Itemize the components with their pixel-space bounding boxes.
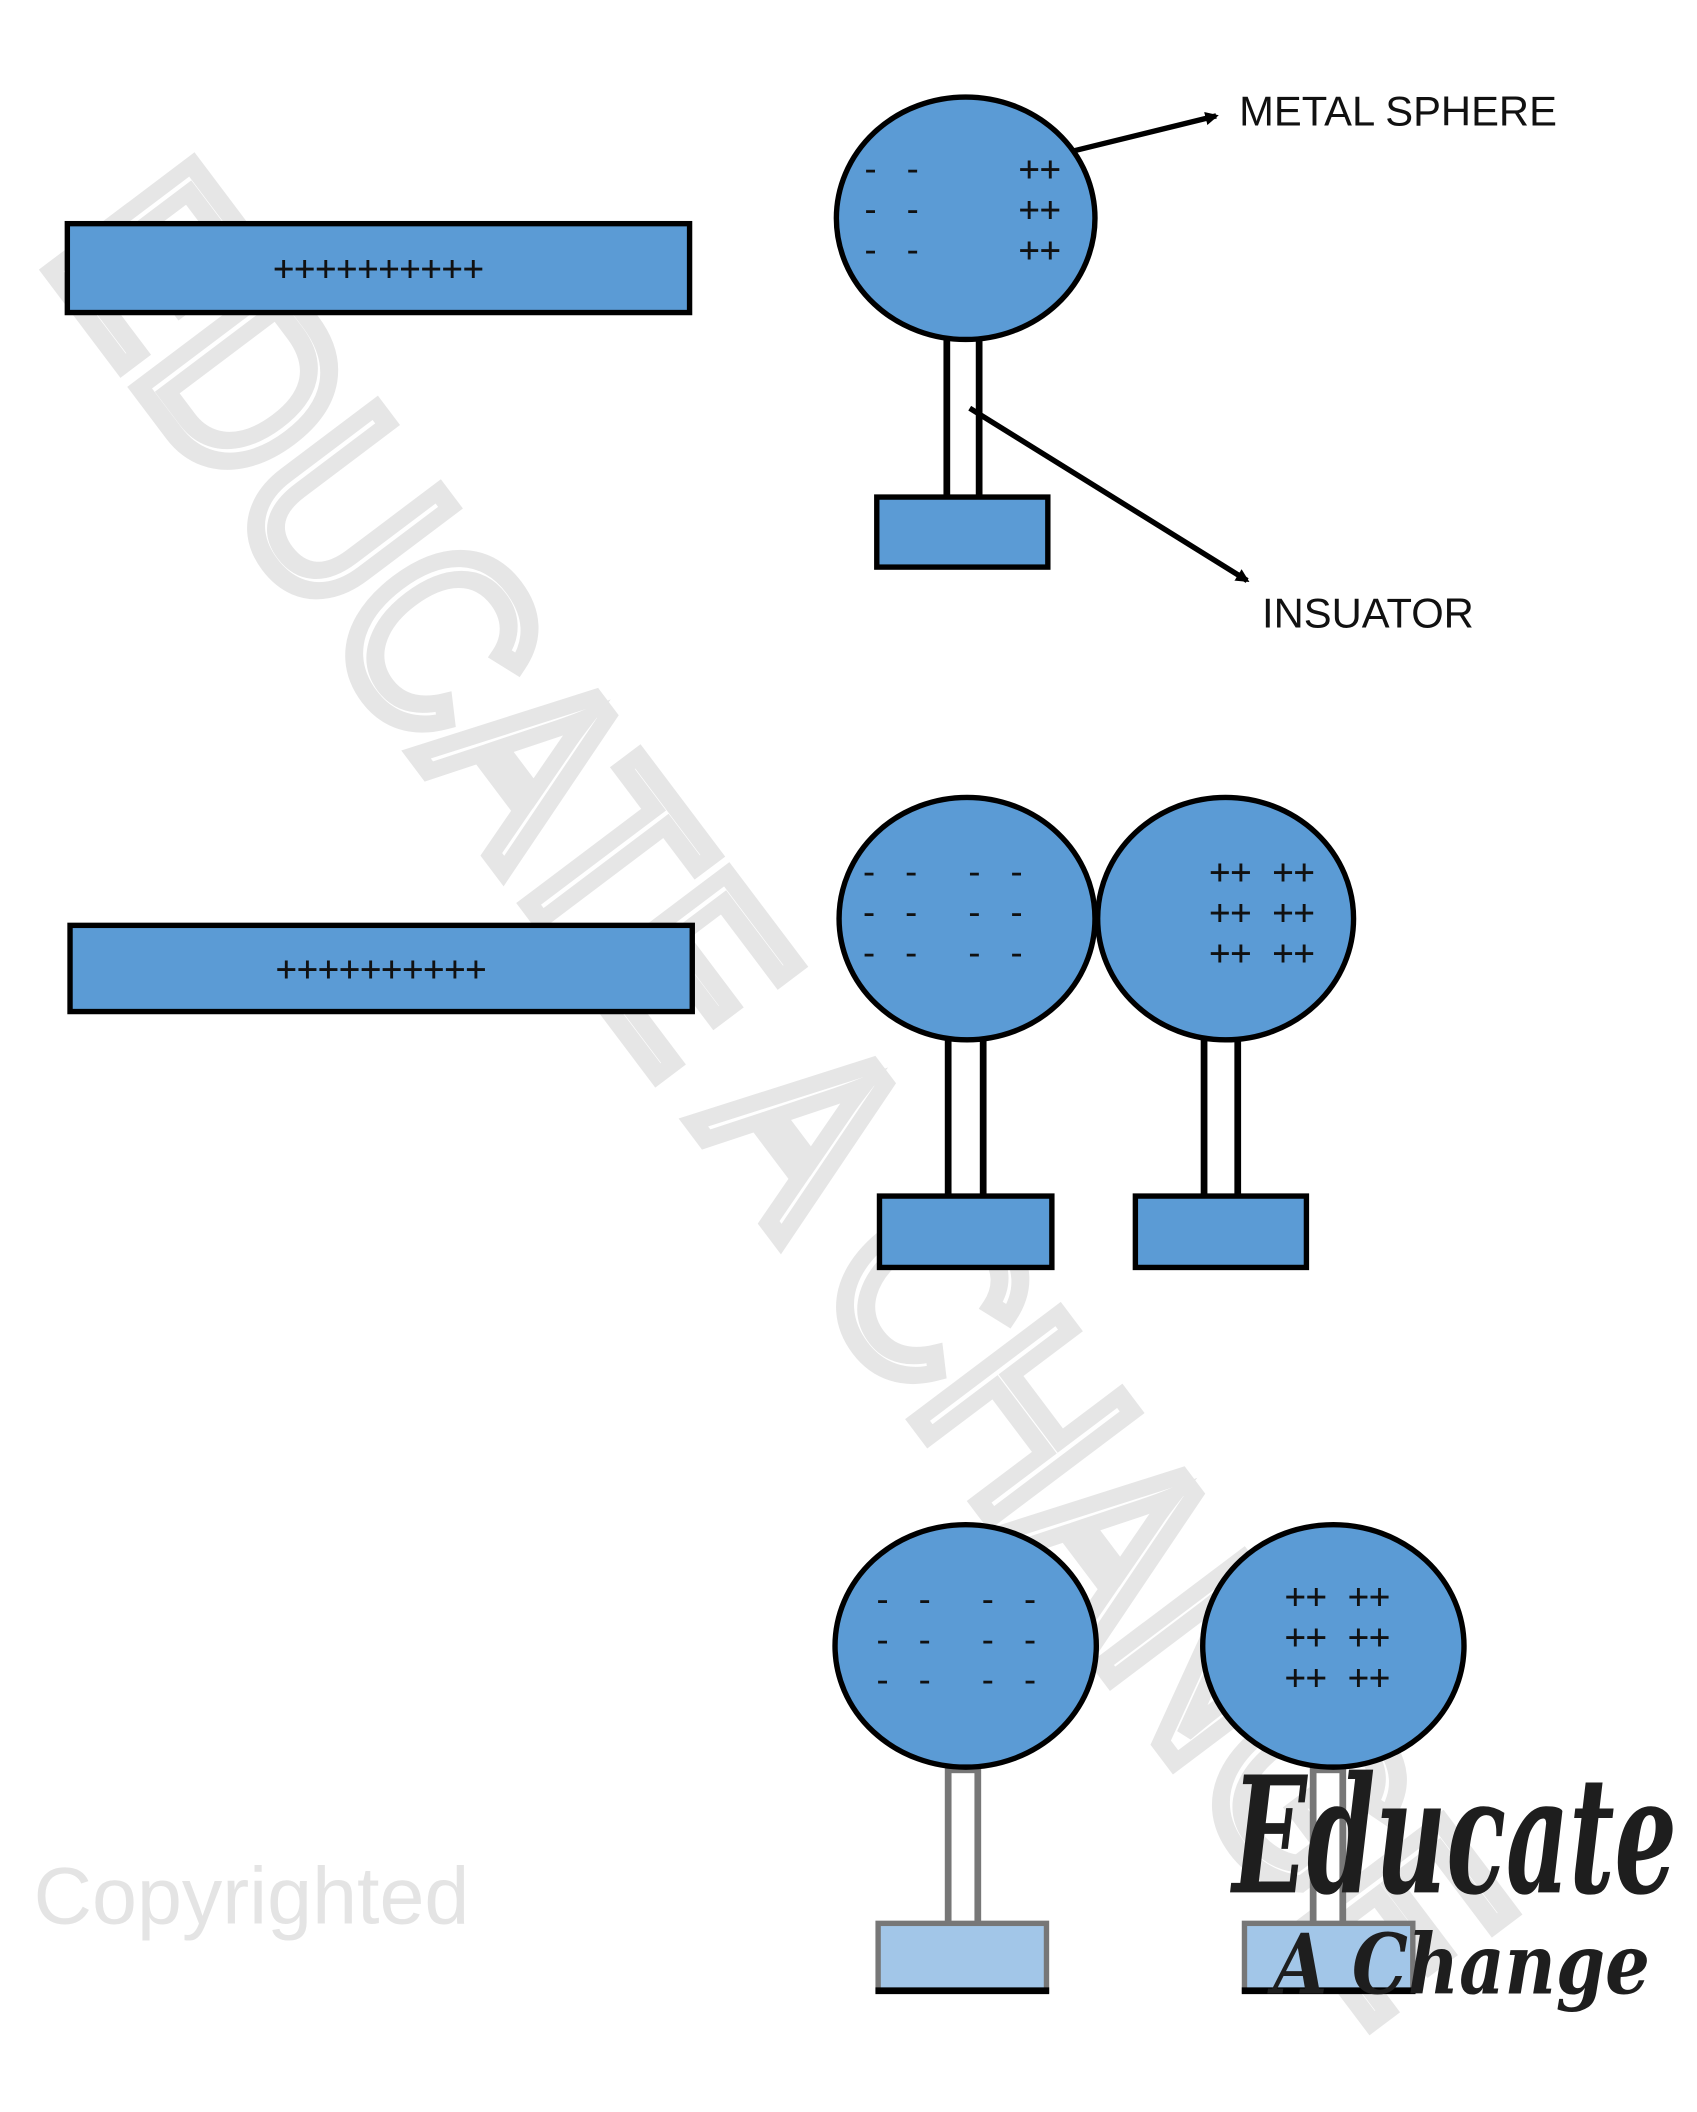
stage-1: ++++++++++ - - - - - - ++ ++ ++ METAL SP… [64,87,1557,637]
metal-sphere-left [836,794,1098,1043]
label-insulator: INSUATOR [1262,590,1474,637]
positive-charges: ++ ++ [1285,1618,1390,1658]
negative-charges: - - [860,230,923,270]
stand-base [875,1920,1050,1994]
stand-base [1132,1193,1310,1271]
logo-main-text: Educate [1230,1741,1677,1931]
label-metal-sphere: METAL SPHERE [1239,87,1557,134]
negative-charges: - - [860,150,923,190]
negative-charges: - - - - [858,933,1027,973]
positive-charges: ++ [1019,190,1061,230]
metal-sphere-right [1200,1522,1467,1770]
positive-charges: ++ ++ [1209,893,1314,933]
stand-base [874,494,1051,570]
negative-charges: - - [860,190,923,230]
negative-charges: - - - - [858,853,1027,893]
stand-base [1241,1920,1416,1994]
insulator-stand [1309,1766,1347,1930]
metal-sphere-right [1094,794,1357,1043]
insulator-stand [943,333,983,502]
positive-charges: ++ ++ [1209,853,1314,893]
stage-3: - - - - - - - - - - - - ++ ++ ++ ++ ++ +… [832,1522,1467,1995]
positive-charges: ++ ++ [1285,1577,1390,1617]
negative-charges: - - - - [872,1620,1041,1660]
arrow-icon [1072,111,1219,154]
negative-charges: - - - - [872,1661,1041,1701]
negative-charges: - - - - [858,893,1027,933]
charged-rod [67,922,695,1015]
copyright-watermark: Copyrighted [34,1851,470,1941]
metal-sphere-left [832,1522,1100,1770]
insulator-stand [1200,1033,1242,1203]
rod-charge: ++++++++++ [276,950,487,990]
positive-charges: ++ [1019,230,1061,270]
rod-charge: ++++++++++ [273,249,484,289]
insulator-stand [944,1033,987,1203]
metal-sphere [833,94,1098,343]
stage-2: ++++++++++ - - - - - - - - - - - - ++ ++… [67,794,1357,1271]
positive-charges: ++ [1019,150,1061,190]
logo-sub-text: A Change [1267,1915,1650,2013]
arrow-icon [968,405,1250,583]
positive-charges: ++ ++ [1209,933,1314,973]
stand-base [876,1193,1055,1271]
positive-charges: ++ ++ [1285,1658,1390,1698]
negative-charges: - - - - [872,1580,1041,1620]
insulator-stand [944,1766,982,1930]
educate-a-change-logo: Educate A Change [1230,1741,1677,2013]
charged-rod [64,220,693,316]
